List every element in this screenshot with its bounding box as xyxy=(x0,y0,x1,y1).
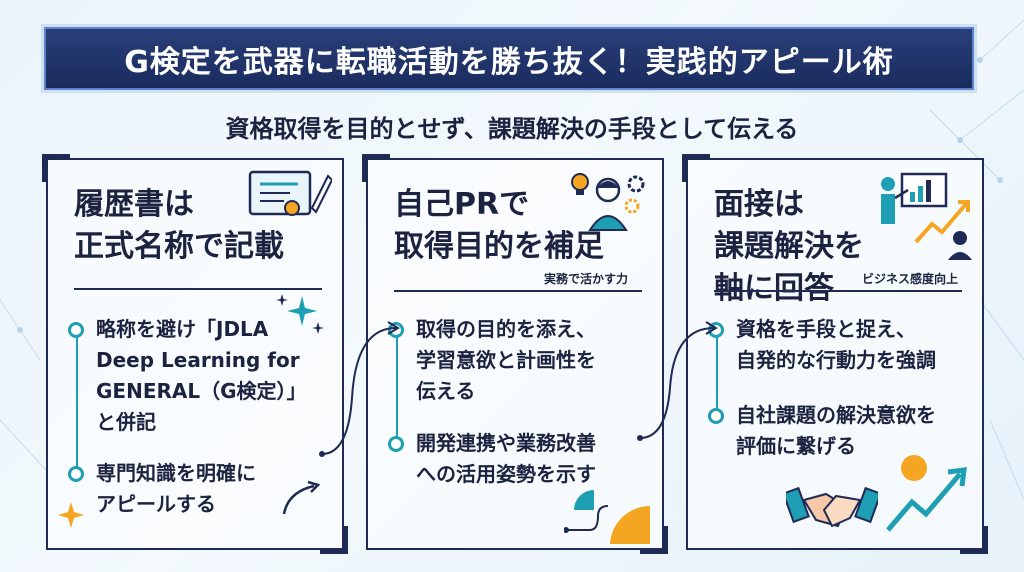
bullet-dot xyxy=(68,322,84,338)
bullet-dot xyxy=(708,408,724,424)
card-divider xyxy=(74,288,322,290)
page-title: G検定を武器に転職活動を勝ち抜く！実践的アピール術 xyxy=(124,44,894,80)
timeline-line xyxy=(396,336,398,440)
sparkle-icon xyxy=(58,502,84,528)
card-item: 取得の目的を添え、 学習意欲と計画性を 伝える xyxy=(416,317,596,403)
card-divider xyxy=(394,290,642,292)
card-title: 面接は 課題解決を 軸に回答 xyxy=(714,187,864,306)
card-item: 開発連携や業務改善 への活用姿勢を示す xyxy=(416,431,596,486)
card-item: 略称を避け「JDLA Deep Learning for GENERAL（G検定… xyxy=(96,317,307,434)
card-resume: 履歴書は 正式名称で記載 略称を避け「JDLA Deep Learning fo… xyxy=(42,154,348,554)
connector-arrow xyxy=(319,321,400,457)
person-lightbulb-icon xyxy=(571,173,645,231)
timeline-line xyxy=(716,336,718,422)
card-divider xyxy=(714,290,962,292)
card-item: 資格を手段と捉え、 自発的な行動力を強調 xyxy=(736,317,936,372)
certificate-icon xyxy=(248,170,332,216)
timeline-line xyxy=(76,336,78,470)
card-item: 専門知識を明確に アピールする xyxy=(96,461,256,516)
card-title: 履歴書は 正式名称で記載 xyxy=(74,187,284,264)
subtitle: 資格取得を目的とせず、課題解決の手段として伝える xyxy=(225,115,799,143)
card-title: 自己PRで 取得目的を補足 xyxy=(394,187,604,264)
pie-shapes-icon xyxy=(564,490,650,544)
handshake-icon xyxy=(786,486,878,528)
title-banner: G検定を武器に転職活動を勝ち抜く！実践的アピール術 xyxy=(44,27,974,90)
card-self-pr: 自己PRで 取得目的を補足 実務で活かす力 取得の目的を添え、 学習意欲と計画性… xyxy=(362,154,668,554)
curved-arrow-icon xyxy=(282,480,321,515)
bullet-dot xyxy=(68,466,84,482)
card-interview: 面接は 課題解決を 軸に回答 ビジネス感度向上 資格を手段と捉え、 自発的な行動… xyxy=(682,154,988,554)
card-tag: 実務で活かす力 xyxy=(544,272,629,286)
sparkle-icon xyxy=(276,294,324,334)
growth-arrow-icon xyxy=(886,455,967,532)
card-tag: ビジネス感度向上 xyxy=(862,272,959,286)
presenter-chart-icon xyxy=(881,172,972,260)
connector-arrow xyxy=(637,321,718,441)
bullet-dot xyxy=(388,436,404,452)
card-item: 自社課題の解決意欲を 評価に繋げる xyxy=(736,403,936,458)
